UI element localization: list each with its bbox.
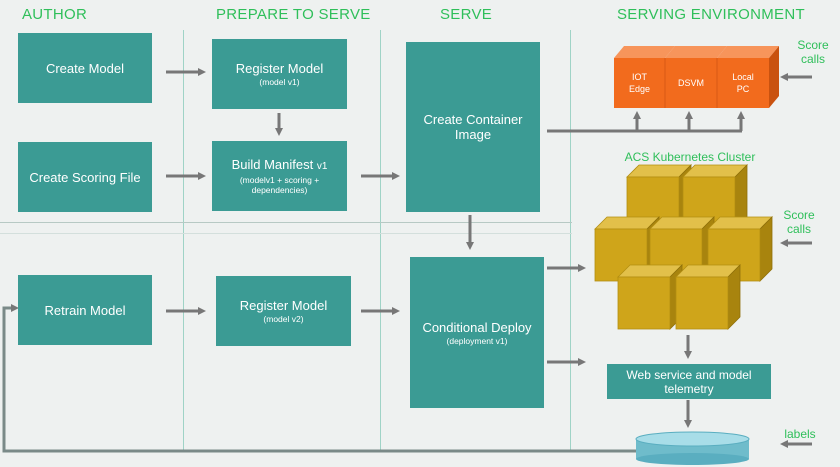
create-scoring-file-box: Create Scoring File xyxy=(18,142,152,212)
score-calls-mid-label: Score calls xyxy=(783,208,815,236)
dsvm-label: DSVM xyxy=(677,78,704,88)
register-model-v2-box: Register Model (model v2) xyxy=(216,276,351,346)
conditional-deploy-title: Conditional Deploy xyxy=(422,319,532,335)
header-author: AUTHOR xyxy=(22,6,88,23)
retrain-model-label: Retrain Model xyxy=(44,302,126,318)
build-manifest-title-line: Build Manifest v1 xyxy=(232,157,328,174)
register-model-v2-title: Register Model xyxy=(239,298,328,313)
register-model-v1-box: Register Model (model v1) xyxy=(212,39,347,109)
retrain-model-box: Retrain Model xyxy=(18,275,152,345)
register-model-v1-title: Register Model xyxy=(235,61,324,76)
row-divider xyxy=(0,233,572,234)
create-container-image-label: Create Container Image xyxy=(423,112,523,142)
header-serving-environment: SERVING ENVIRONMENT xyxy=(617,6,805,23)
build-manifest-box: Build Manifest v1 (modelv1 + scoring + d… xyxy=(212,141,347,211)
cluster-cube xyxy=(617,264,683,330)
score-calls-top-label: Score calls xyxy=(797,38,829,66)
build-manifest-sub: (modelv1 + scoring + dependencies) xyxy=(239,175,320,195)
conditional-deploy-box: Conditional Deploy (deployment v1) xyxy=(410,257,544,408)
cluster-cube xyxy=(675,264,741,330)
column-divider xyxy=(380,30,381,450)
cluster-title: ACS Kubernetes Cluster xyxy=(624,150,756,164)
create-model-label: Create Model xyxy=(45,60,125,76)
header-prepare-to-serve: PREPARE TO SERVE xyxy=(216,6,371,23)
build-manifest-title: Build Manifest xyxy=(231,157,314,172)
labels-label: labels xyxy=(784,427,816,441)
edge-target-cubes xyxy=(614,46,779,108)
kubernetes-cluster-cubes xyxy=(594,164,773,330)
register-model-v1-sub: (model v1) xyxy=(259,77,300,87)
web-service-telemetry-box: Web service and model telemetry xyxy=(607,364,771,399)
local-pc-label: Local PC xyxy=(732,72,754,94)
column-divider xyxy=(570,30,571,450)
conditional-deploy-sub: (deployment v1) xyxy=(446,335,508,346)
create-model-box: Create Model xyxy=(18,33,152,103)
row-divider xyxy=(0,222,572,223)
build-manifest-version: v1 xyxy=(316,161,328,172)
register-model-v2-sub: (model v2) xyxy=(263,314,304,324)
web-service-telemetry-label: Web service and model telemetry xyxy=(626,367,752,396)
database-icon xyxy=(635,431,750,465)
create-container-image-box: Create Container Image xyxy=(406,42,540,212)
iot-edge-label: IOT Edge xyxy=(628,72,651,94)
column-divider xyxy=(183,30,184,450)
create-scoring-file-label: Create Scoring File xyxy=(29,169,141,185)
feedback-line xyxy=(2,304,638,453)
header-serve: SERVE xyxy=(440,6,493,23)
